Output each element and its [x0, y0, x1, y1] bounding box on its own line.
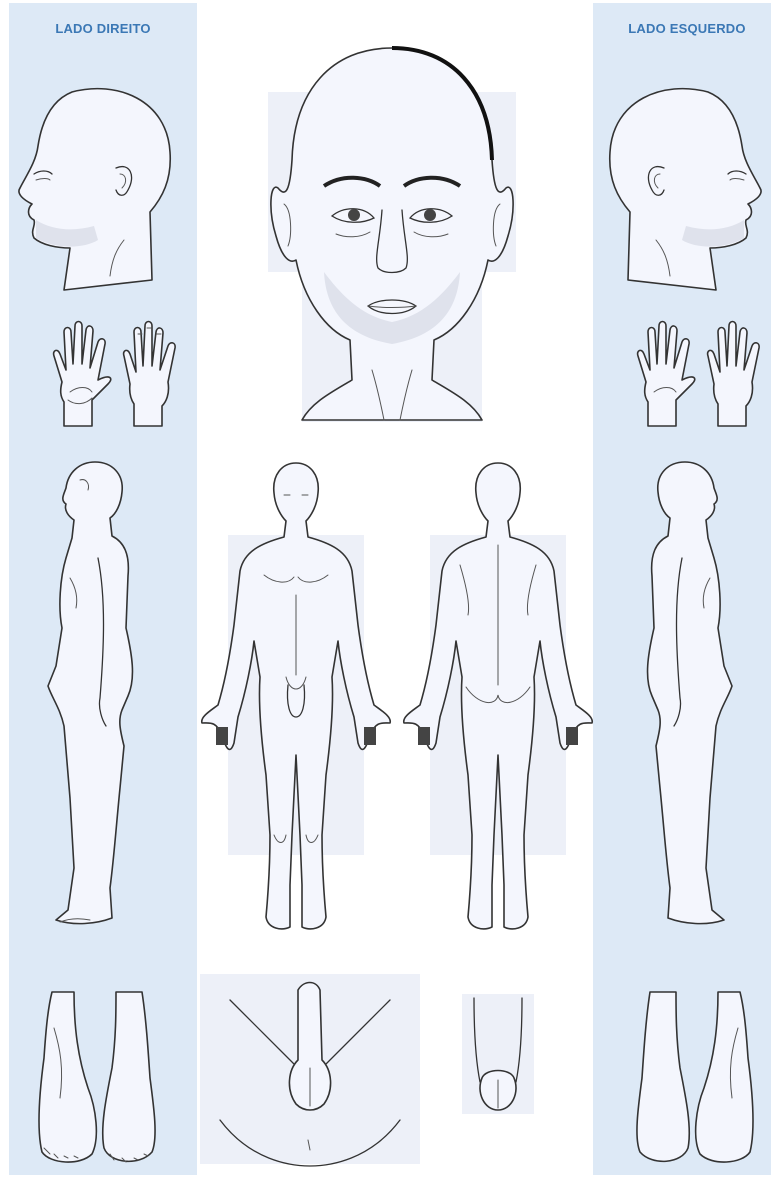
right-side-title: LADO DIREITO	[9, 21, 197, 36]
left-side-title: LADO ESQUERDO	[593, 21, 771, 36]
left-hands	[624, 318, 764, 430]
body-back	[400, 455, 596, 935]
genital-front-detail	[200, 970, 420, 1170]
left-head-profile	[598, 80, 768, 300]
right-body-profile	[40, 458, 150, 936]
body-front	[198, 455, 394, 935]
frontal-head	[262, 40, 522, 430]
right-hands	[40, 318, 180, 430]
genital-back-detail	[460, 992, 536, 1120]
right-feet	[30, 988, 180, 1168]
right-head-profile	[12, 80, 182, 300]
left-body-profile	[630, 458, 740, 936]
left-feet	[612, 988, 762, 1168]
